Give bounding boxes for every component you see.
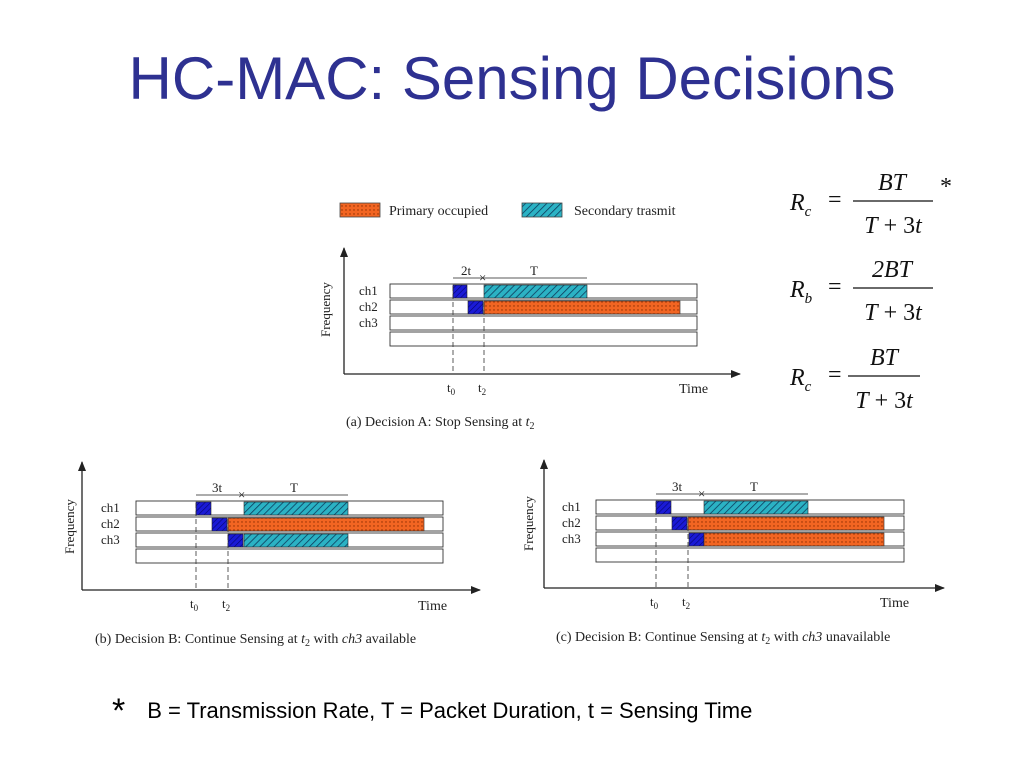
caption-b: (b) Decision B: Continue Sensing at t2 w… (95, 632, 416, 649)
y-axis-label: Frequency (62, 499, 77, 554)
y-axis-label: Frequency (318, 282, 333, 337)
sensing-block (467, 300, 484, 315)
channel-label-ch1: ch1 (101, 500, 120, 515)
interval-T-label: T (530, 263, 538, 278)
sensing-block (655, 500, 672, 515)
svg-text:2BT: 2BT (872, 257, 914, 283)
interval-3t-label: 3t (672, 479, 683, 494)
equation-rc-2: Rc = BT T + 3t (789, 345, 920, 414)
slide-title: HC-MAC: Sensing Decisions (128, 45, 896, 112)
channel-lane (595, 547, 905, 563)
channel-lane (389, 315, 698, 331)
caption-a: (a) Decision A: Stop Sensing at t2 (346, 415, 535, 432)
sensing-block (227, 533, 244, 548)
interval-T-label: T (290, 480, 298, 495)
panel-b: Frequency Time ch1 ch2 ch3 × 3t T t0 t2 (62, 461, 481, 649)
equals-sign: = (828, 362, 842, 388)
secondary-transmit-block (703, 500, 809, 515)
interval-2t-label: 2t (461, 263, 472, 278)
x-axis-label: Time (679, 382, 708, 397)
secondary-transmit-block (243, 533, 349, 548)
t2-label: t2 (222, 596, 230, 613)
legend-primary-swatch (339, 202, 381, 218)
sensing-block (211, 517, 228, 532)
sensing-block (688, 532, 705, 547)
primary-occupied-block (227, 517, 425, 532)
svg-text:Rc: Rc (789, 365, 812, 395)
t2-label: t2 (478, 380, 486, 397)
channel-lane (389, 331, 698, 347)
equation-marker: * (940, 174, 952, 200)
secondary-transmit-block (243, 501, 349, 516)
channel-label-ch2: ch2 (101, 516, 120, 531)
legend-secondary-swatch (521, 202, 563, 218)
panel-c: Frequency Time ch1 ch2 ch3 × 3t T t0 t2 (521, 459, 945, 647)
y-axis-label: Frequency (521, 496, 536, 551)
svg-text:Rb: Rb (789, 277, 813, 307)
legend: Primary occupied Secondary trasmit (339, 202, 676, 219)
channel-label-ch1: ch1 (359, 283, 378, 298)
interval-x-mark: × (238, 487, 245, 502)
equals-sign: = (828, 274, 842, 300)
channel-label-ch3: ch3 (562, 531, 581, 546)
channel-label-ch3: ch3 (101, 532, 120, 547)
t2-label: t2 (682, 594, 690, 611)
sensing-diagram: Primary occupied Secondary trasmit Frequ… (62, 170, 952, 649)
svg-text:BT: BT (878, 170, 908, 196)
equals-sign: = (828, 187, 842, 213)
sensing-block (195, 501, 212, 516)
x-axis-label: Time (418, 599, 447, 614)
svg-text:T + 3t: T + 3t (855, 388, 914, 414)
channel-lane (135, 548, 444, 564)
channel-label-ch3: ch3 (359, 315, 378, 330)
secondary-transmit-block (483, 284, 588, 299)
footnote-text: B = Transmission Rate, T = Packet Durati… (147, 698, 753, 723)
channel-label-ch1: ch1 (562, 499, 581, 514)
footnote-star: * (112, 692, 126, 730)
sensing-block (671, 516, 688, 531)
primary-occupied-block (703, 532, 885, 547)
legend-primary-label: Primary occupied (389, 204, 488, 219)
equation-rb: Rb = 2BT T + 3t (789, 257, 933, 326)
t0-label: t0 (650, 594, 659, 611)
primary-occupied-block (483, 300, 681, 315)
interval-3t-label: 3t (212, 480, 223, 495)
caption-c: (c) Decision B: Continue Sensing at t2 w… (556, 630, 890, 647)
interval-T-label: T (750, 479, 758, 494)
x-axis-label: Time (880, 596, 909, 611)
sensing-block (452, 284, 468, 299)
equation-rc-1: Rc = BT T + 3t * (789, 170, 952, 239)
interval-x-mark: × (479, 270, 486, 285)
channel-label-ch2: ch2 (562, 515, 581, 530)
svg-text:T + 3t: T + 3t (864, 213, 923, 239)
svg-text:T + 3t: T + 3t (864, 300, 923, 326)
panel-a: Frequency Time ch1 ch2 ch3 × 2t T t0 t2 … (318, 247, 741, 432)
primary-occupied-block (687, 516, 885, 531)
interval-x-mark: × (698, 486, 705, 501)
footnote: * B = Transmission Rate, T = Packet Durat… (112, 692, 752, 731)
svg-text:BT: BT (870, 345, 900, 371)
legend-secondary-label: Secondary trasmit (574, 204, 676, 219)
svg-text:Rc: Rc (789, 190, 812, 220)
t0-label: t0 (190, 596, 199, 613)
t0-label: t0 (447, 380, 456, 397)
channel-label-ch2: ch2 (359, 299, 378, 314)
